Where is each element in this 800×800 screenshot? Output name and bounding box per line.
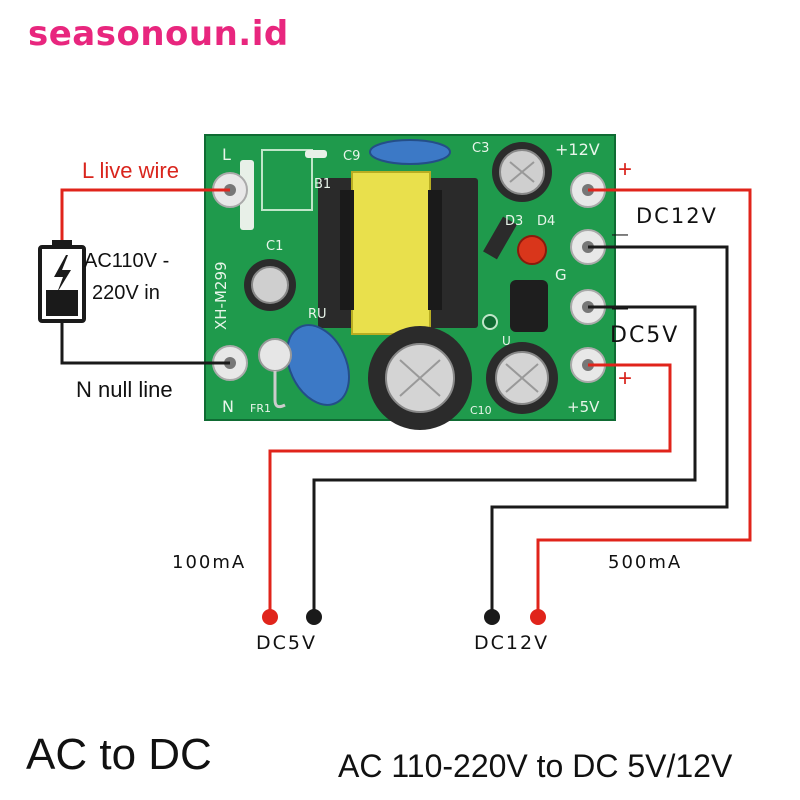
terminal-5v-ground [306, 609, 322, 625]
null-wire [60, 321, 230, 365]
dc5v-output-label: DC5V [256, 632, 317, 654]
capacitor-c10 [486, 342, 558, 414]
silk-ru: RU [308, 307, 327, 322]
dc12v-right-label: DC12V [636, 204, 718, 228]
silk-u: U [502, 334, 511, 348]
footer-title: AC to DC [26, 730, 212, 779]
ac-input-label-1: AC110V - [84, 250, 170, 272]
silk-c1: C1 [266, 239, 283, 254]
fuse-fr1 [258, 338, 292, 372]
wire-12v-ground [490, 245, 729, 612]
silk-plus5: +5V [567, 398, 600, 416]
silk-plus12: +12V [555, 140, 600, 159]
silk-n: N [222, 397, 234, 416]
terminal-5v-positive [262, 609, 278, 625]
led-indicator [517, 235, 547, 265]
pcb-board: L N C9 C3 +12V B1 C1 D3 D4 G +5V FR1 RU … [204, 134, 616, 430]
capacitor-disc [286, 324, 350, 406]
minus-5v-sign: — [612, 300, 628, 317]
null-line-label: N null line [76, 377, 173, 402]
dc12v-output-label: DC12V [474, 632, 550, 654]
silk-model: XH-M299 [212, 261, 230, 330]
capacitor-c1 [244, 259, 296, 311]
silk-c9: C9 [343, 149, 360, 164]
regulator-u [510, 280, 548, 332]
silk-l: L [222, 145, 231, 164]
battery-icon [38, 240, 86, 323]
silk-c10: C10 [470, 404, 492, 417]
capacitor-c9 [369, 139, 451, 165]
current-5v-label: 100mA [172, 552, 247, 573]
live-wire [60, 188, 230, 240]
live-wire-label: L live wire [82, 158, 179, 183]
terminal-12v-ground [484, 609, 500, 625]
silk-d3: D3 [505, 214, 523, 229]
output-terminals [262, 609, 546, 625]
capacitor-c3 [492, 142, 552, 202]
transformer-coil [351, 171, 431, 335]
wire-12v-positive [536, 188, 752, 612]
silk-c3: C3 [472, 141, 489, 156]
watermark-text: seasonoun.id [28, 14, 289, 54]
wire-5v-positive [268, 363, 672, 612]
silk-g: G [555, 266, 567, 284]
silk-b1: B1 [314, 177, 331, 192]
silk-d4: D4 [537, 214, 555, 229]
footer-subtitle: AC 110-220V to DC 5V/12V [338, 748, 733, 784]
plus-12v-sign: + [618, 156, 633, 183]
diode [483, 216, 517, 260]
current-12v-label: 500mA [608, 552, 683, 573]
plus-5v-sign: + [618, 365, 633, 392]
capacitor-main [368, 326, 472, 430]
ac-input-label-2: 220V in [92, 282, 160, 304]
minus-12v-sign: — [612, 226, 628, 243]
wire-5v-ground [312, 305, 697, 612]
silk-fr1: FR1 [250, 402, 271, 415]
terminal-12v-positive [530, 609, 546, 625]
dc5v-right-label: DC5V [610, 323, 680, 348]
